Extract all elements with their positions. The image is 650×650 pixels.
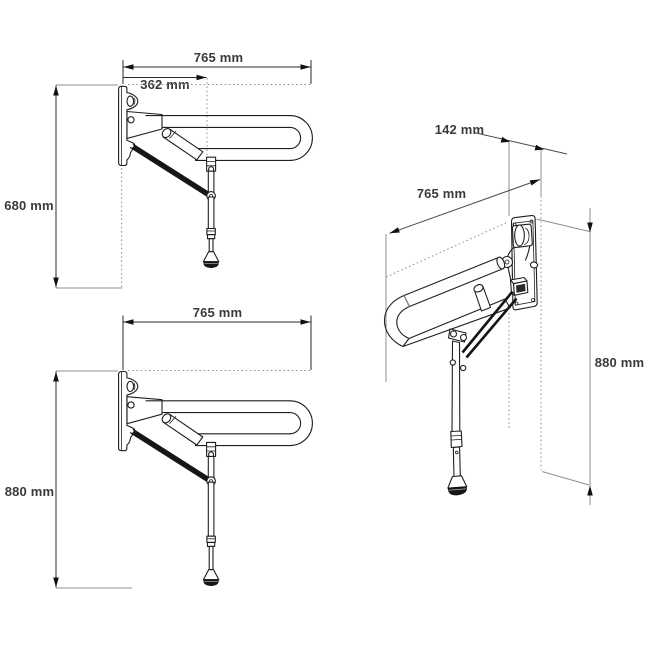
- dim-142-arrow-a: [500, 136, 510, 143]
- leg-pivot-pin-a: [449, 359, 456, 366]
- leg-tube: [451, 340, 461, 433]
- drop-leg-extended: [202, 481, 220, 586]
- plate-screw-4: [531, 298, 535, 302]
- leg-pivot-pin-b: [460, 364, 467, 372]
- rail-top-projection: [385, 221, 509, 278]
- spur-end-cap: [473, 284, 484, 293]
- fold-up-rail-iso-figure: [383, 215, 539, 496]
- leg-adjuster: [206, 227, 216, 236]
- dim-765-line: [389, 179, 541, 234]
- ext-880-bottom: [541, 471, 590, 486]
- dim-765-arrow-left: [123, 64, 134, 70]
- dim-362-label: 362 mm: [140, 77, 190, 92]
- dim-880-label: 880 mm: [5, 484, 55, 499]
- dim-765-label: 765 mm: [194, 50, 244, 65]
- plate-screw-2: [529, 219, 534, 224]
- dim-880-arrow-bottom: [53, 577, 59, 588]
- release-pin: [529, 261, 539, 269]
- dim-765-arrow-a: [389, 227, 400, 234]
- dim-765-arrow-right: [300, 64, 311, 70]
- leg-lower-tube: [208, 238, 214, 253]
- foot-pad-line: [448, 488, 467, 491]
- dim-680-arrow-bottom: [53, 277, 59, 288]
- rail-u-turn-outer: [383, 294, 405, 348]
- rail-figure: [118, 85, 313, 201]
- dim-680-label: 680 mm: [4, 198, 54, 213]
- rail-figure: [118, 370, 313, 486]
- dim-142-line: [473, 132, 568, 155]
- wall-plate-inner-edge: [513, 220, 536, 306]
- dim-880-arrow-top: [587, 222, 593, 233]
- hinge-boss-center: [504, 259, 510, 265]
- dim-765-label: 765 mm: [193, 305, 243, 320]
- leg-adjuster-lines: [451, 435, 462, 441]
- side-view-top: 765 mm 362 mm 680 mm: [4, 50, 313, 289]
- isometric-view: 142 mm 765 mm 880 mm: [383, 122, 645, 505]
- dim-880-label: 880 mm: [595, 355, 645, 370]
- foot-cone: [202, 569, 220, 581]
- dim-880-arrow-bottom: [587, 485, 593, 496]
- grip-cap-line-upper: [403, 295, 410, 307]
- plate-screw-3: [514, 301, 519, 306]
- drop-leg-short: [202, 196, 220, 268]
- foot-pad: [203, 579, 219, 586]
- rail-upper-tube: [403, 256, 505, 308]
- dim-142-label: 142 mm: [435, 122, 485, 137]
- leg-adjuster: [450, 430, 463, 449]
- leg-tube: [207, 481, 215, 537]
- foot-pad: [448, 486, 467, 496]
- dim-765-label: 765 mm: [417, 186, 467, 201]
- dim-765-arrow-b: [529, 179, 540, 186]
- leg-clamp-pin-b: [459, 333, 468, 342]
- dim-880-arrow-top: [53, 371, 59, 382]
- leg-lower-tube: [208, 545, 214, 571]
- side-view-bottom: 765 mm 880 mm: [5, 305, 313, 589]
- leg-clamp-pin-a: [449, 330, 458, 338]
- rail-u-turn-inner: [396, 305, 411, 340]
- cam-roller: [514, 224, 525, 247]
- dim-362-arrow: [196, 74, 207, 81]
- foot-cone: [202, 251, 220, 263]
- dim-765-arrow-right: [300, 319, 311, 325]
- support-strut-near: [461, 290, 514, 354]
- dim-142-arrow-b: [534, 144, 544, 151]
- ext-880-top: [536, 218, 590, 232]
- leg-tube: [207, 196, 215, 230]
- leg-adjuster-lower: [206, 234, 216, 240]
- clamp-inset: [516, 283, 526, 293]
- support-strut-far: [465, 297, 518, 359]
- foot-pad: [203, 261, 219, 268]
- leg-adjuster-lower: [206, 541, 216, 547]
- dim-765-arrow-left: [123, 319, 134, 325]
- leg-lower-pin: [455, 450, 459, 455]
- leg-adjuster: [206, 535, 216, 543]
- dim-680-arrow-top: [53, 85, 59, 96]
- foot-cone: [447, 475, 468, 489]
- rail-hub-cap: [496, 256, 506, 270]
- cam-follower: [524, 227, 530, 245]
